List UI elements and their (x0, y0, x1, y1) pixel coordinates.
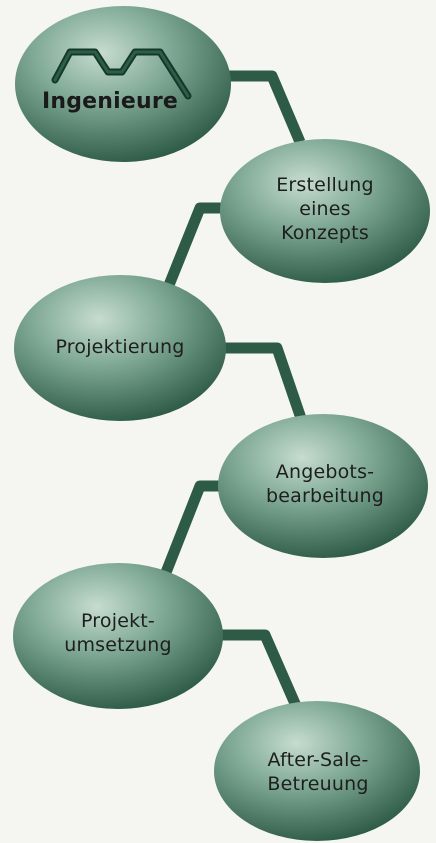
node-label-step3: Angebots- bearbeitung (265, 461, 385, 507)
node-label-step4: Projekt- umsetzung (64, 610, 172, 656)
node-ellipse-step2 (14, 275, 226, 421)
node-label-step1: Erstellung eines Konzepts (276, 174, 374, 244)
node-label-header: Ingenieure (41, 89, 179, 115)
node-ellipse-step1 (220, 139, 430, 283)
node-label-step5: After-Sale- Betreuung (267, 749, 369, 795)
node-ellipse-step5 (214, 701, 420, 841)
node-ellipse-header (15, 6, 231, 162)
node-ellipse-step4 (13, 563, 223, 709)
node-ellipse-step3 (218, 414, 428, 558)
green-trapezoid-wave-icon (51, 48, 192, 100)
node-label-step2: Projektierung (55, 336, 185, 359)
